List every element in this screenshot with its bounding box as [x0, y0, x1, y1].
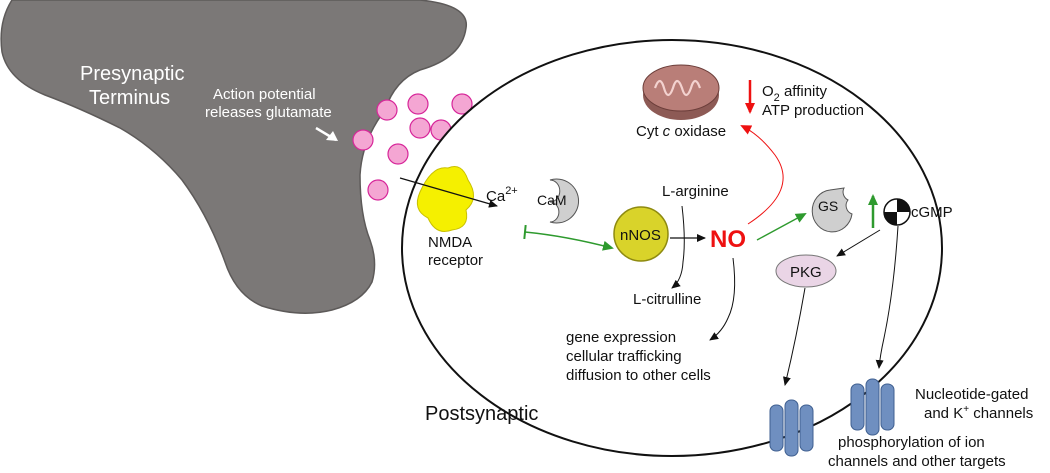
l-citrulline-label: L-citrulline — [633, 291, 701, 308]
gs-protein — [811, 187, 853, 233]
nucleotide-gated-label: Nucleotide-gated — [915, 386, 1028, 403]
terminus-label: Terminus — [89, 87, 170, 109]
vesicle — [407, 93, 429, 115]
vesicle — [451, 93, 473, 115]
no-gs-arrow — [756, 213, 807, 241]
l-arginine-label: L-arginine — [662, 183, 729, 200]
vesicle — [367, 179, 389, 201]
cam-label: CaM — [537, 192, 567, 208]
pkg-kinase — [775, 254, 837, 288]
no-gene-arrow — [709, 257, 736, 341]
no-label: NO — [710, 226, 746, 253]
nmda-label: NMDA — [428, 234, 472, 251]
cyt-oxidase-label: Cyt c oxidase — [636, 123, 726, 140]
pkg-channel-arrow — [783, 287, 806, 386]
nmda-receptor — [416, 166, 474, 232]
action-potential-label: Action potential — [213, 86, 316, 103]
calcium-entry-arrow — [399, 177, 498, 208]
vesicle — [387, 143, 409, 165]
postsynaptic-cell — [401, 39, 943, 457]
pkg-label: PKG — [790, 264, 822, 281]
cgmp-label: cGMP — [911, 204, 953, 221]
vesicle — [352, 129, 374, 151]
nnos-label: nNOS — [620, 227, 661, 244]
ion-channel-right — [850, 378, 895, 436]
vesicles — [352, 93, 473, 201]
arginine-citrulline-arrow — [671, 205, 685, 289]
cgmp-pkg-arrow — [836, 229, 881, 257]
receptor-label: receptor — [428, 252, 483, 269]
no-cytoxidase-arrow — [740, 125, 784, 225]
trafficking-label: cellular trafficking — [566, 348, 682, 365]
nnos-enzyme — [613, 206, 669, 262]
atp-label: ATP production — [762, 102, 864, 119]
gene-expression-label: gene expression — [566, 329, 676, 346]
k-channels-label: and K+ channels — [924, 404, 1033, 422]
presynaptic-terminal — [0, 0, 467, 314]
o2-affinity-label: O2 affinity — [762, 83, 828, 104]
cgmp-channel-arrow — [875, 225, 899, 369]
cgmp-icon — [883, 198, 911, 226]
gs-label: GS — [818, 198, 838, 214]
diffusion-label: diffusion to other cells — [566, 367, 711, 384]
cam-protein — [549, 178, 580, 224]
phosphorylation-label: phosphorylation of ion — [838, 434, 985, 451]
calcium-label: Ca2+ — [486, 185, 518, 205]
postsynaptic-label: Postsynaptic — [425, 403, 538, 425]
releases-glutamate-label: releases glutamate — [205, 104, 332, 121]
vesicle — [409, 117, 431, 139]
ion-channel-left — [769, 399, 814, 457]
vesicle — [376, 99, 398, 121]
channels-targets-label: channels and other targets — [828, 453, 1006, 470]
presynaptic-label: Presynaptic — [80, 63, 185, 85]
mitochondrion-icon — [642, 64, 720, 120]
cam-nnos-arrow — [523, 224, 614, 251]
